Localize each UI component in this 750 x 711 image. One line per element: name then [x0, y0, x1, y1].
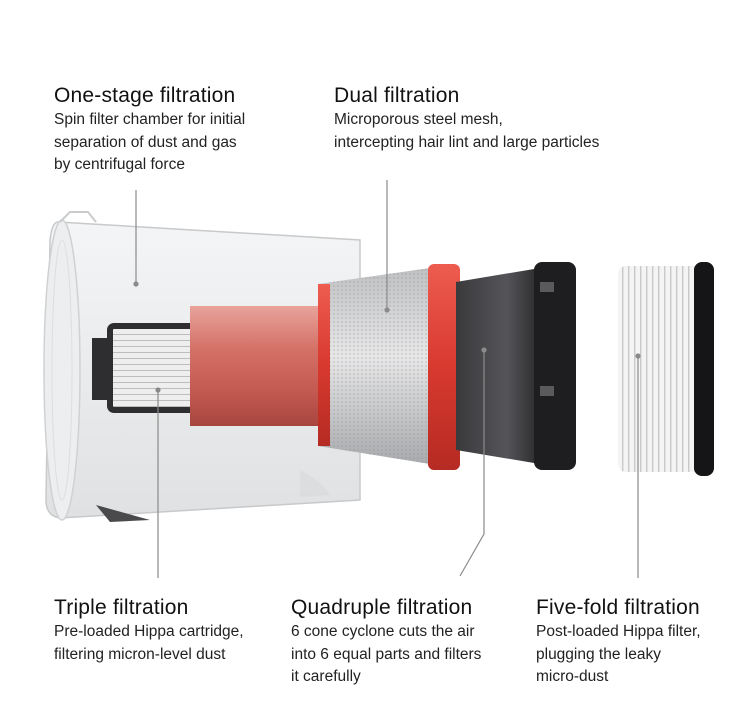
callout-desc-line: into 6 equal parts and filters [291, 645, 482, 663]
callout-one-stage: One-stage filtration Spin filter chamber… [54, 84, 245, 176]
outer-hepa-filter [618, 262, 714, 476]
callout-desc-line: Spin filter chamber for initial [54, 111, 246, 128]
cyclone-cone [456, 262, 576, 470]
callout-triple: Triple filtration Pre-loaded Hippa cartr… [54, 596, 244, 665]
callout-desc-line: filtering micron-level dust [54, 645, 226, 663]
steel-mesh [318, 268, 430, 464]
callout-desc-line: separation of dust and gas [54, 133, 237, 151]
leader-lines [133, 180, 641, 578]
callout-desc-line: intercepting hair lint and large particl… [334, 133, 600, 151]
callout-desc-line: 6 cone cyclone cuts the air [291, 623, 475, 640]
callout-title: One-stage filtration [54, 84, 236, 107]
inner-cartridge [92, 323, 199, 413]
callout-title: Quadruple filtration [291, 596, 473, 619]
callout-desc-line: it carefully [291, 668, 361, 685]
callout-title: Five-fold filtration [536, 596, 700, 619]
callout-desc-line: Post-loaded Hippa filter, [536, 623, 701, 640]
callout-desc-line: Microporous steel mesh, [334, 111, 503, 128]
callout-title: Triple filtration [54, 596, 189, 619]
callout-dual: Dual filtration Microporous steel mesh, … [334, 84, 599, 153]
callout-desc-line: plugging the leaky [536, 645, 661, 663]
red-ring [428, 264, 460, 470]
callout-quadruple: Quadruple filtration 6 cone cyclone cuts… [291, 596, 481, 688]
callout-five-fold: Five-fold filtration Post-loaded Hippa f… [536, 596, 701, 688]
callout-desc-line: micro-dust [536, 668, 609, 685]
callout-desc-line: by centrifugal force [54, 156, 185, 173]
callout-title: Dual filtration [334, 84, 460, 107]
callout-desc-line: Pre-loaded Hippa cartridge, [54, 623, 244, 640]
